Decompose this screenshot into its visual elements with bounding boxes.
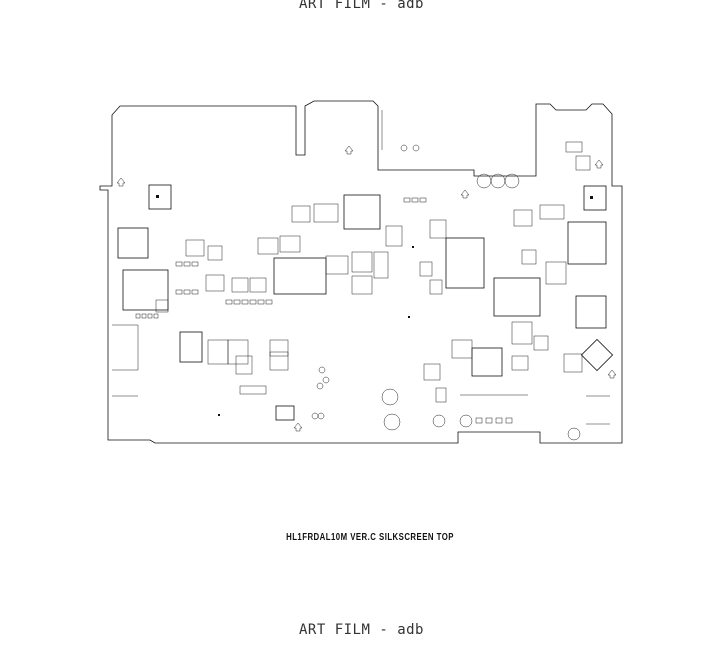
polarity-marks: [156, 195, 593, 416]
arrow-markers: [116, 145, 617, 432]
traces: [112, 110, 610, 425]
ic-components: [117, 184, 614, 421]
round-components: [311, 144, 581, 441]
diagram-caption: HL1FRDAL10M VER.C SILKSCREEN TOP: [286, 532, 454, 543]
film-header-bottom: ART FILM - adb: [298, 622, 424, 638]
smd-clusters: [135, 197, 513, 424]
board-outline: [99, 100, 623, 444]
film-header-top: ART FILM - adb: [298, 0, 424, 12]
passive-components: [155, 141, 591, 403]
